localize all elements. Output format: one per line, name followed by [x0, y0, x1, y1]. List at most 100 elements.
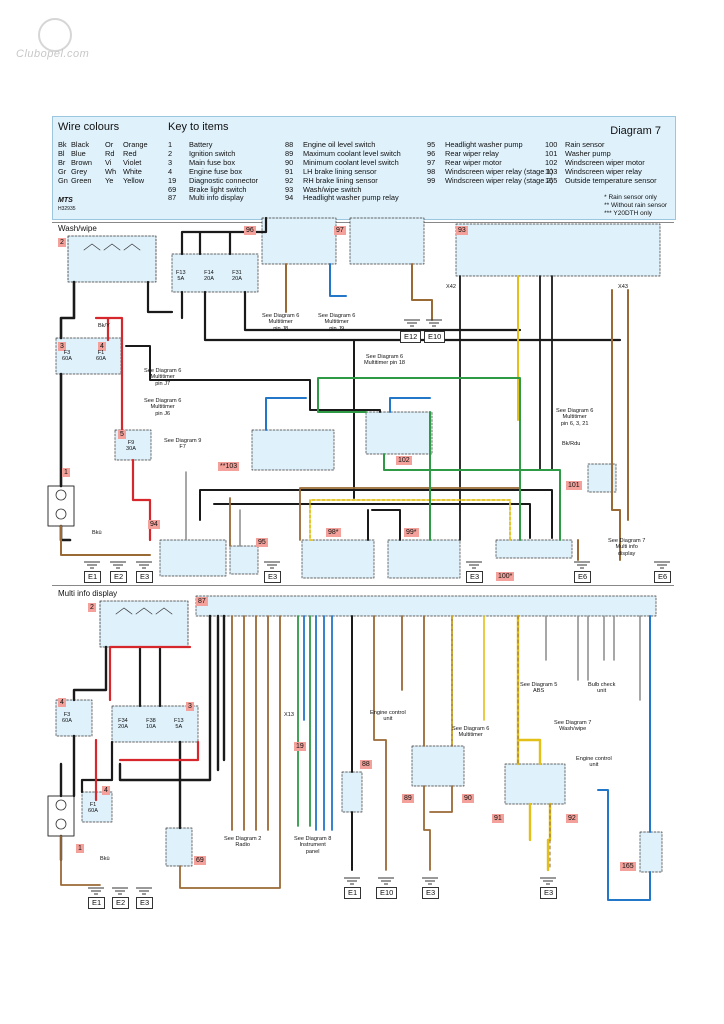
- wire-colour-names-2: Orange Red Violet White Yellow: [123, 140, 148, 185]
- ref-diag9-f7: See Diagram 9 F7: [164, 438, 202, 451]
- rain-sensor-100: [495, 539, 573, 559]
- wire-colour-codes-2: Or Rd Vi Wh Ye: [105, 140, 117, 185]
- ref-diag5-abs: See Diagram 5 ABS: [520, 682, 558, 695]
- wire-blue-top: [265, 263, 431, 431]
- headlight-washer-pump-95: [229, 545, 259, 575]
- wire-brown-2: [229, 487, 521, 547]
- ref-diag6-pin18: See Diagram 6 Multitimer pin 18: [364, 354, 406, 367]
- fuse-f9-label: F9 30A: [126, 440, 136, 453]
- connector-x43: X43: [618, 284, 628, 290]
- wire-brown-bottom: [60, 615, 281, 889]
- item-tag-2-bottom: 2: [88, 603, 96, 612]
- ref-diag6-j9: See Diagram 6 Multitimer pin J9: [318, 313, 356, 332]
- item-tag-93: 93: [456, 226, 468, 235]
- wire-blue-bottom: [303, 615, 333, 831]
- component-91: 91: [492, 814, 504, 823]
- wire-black-3: [199, 489, 553, 539]
- wire-e10: [373, 615, 387, 871]
- wire-black-4: [353, 339, 401, 541]
- section-title-wash-wipe: Wash/wipe: [58, 224, 97, 233]
- ground-symbols: [84, 319, 670, 895]
- component-94: 94: [148, 520, 160, 529]
- wire-black-2: [125, 345, 381, 413]
- multi-info-display-87: [195, 595, 657, 617]
- fuse-box-f3-f1: [55, 337, 122, 375]
- publisher-logo: MTS: [58, 197, 73, 204]
- component-90: 90: [462, 794, 474, 803]
- ground-e2-bottom: E2: [112, 897, 130, 909]
- brake-lining-sensors-91-92: [504, 763, 566, 805]
- wire-grey-bottom: [545, 615, 641, 701]
- component-100: 100*: [496, 572, 515, 581]
- key-nums-4: 100 101 102 103 165: [545, 140, 558, 185]
- connector-x13: X13: [284, 712, 294, 718]
- wire-green-bottom: [297, 615, 311, 827]
- item-tag-96: 96: [244, 226, 256, 235]
- wire-label-bku-top: Bkü: [92, 530, 102, 536]
- item-tag-3-bottom: 3: [186, 702, 194, 711]
- fuse-f3-label: F3 60A: [62, 350, 72, 363]
- item-tag-3-top: 3: [58, 342, 66, 351]
- ground-e12: E12: [400, 331, 422, 343]
- item-tag-4-bottom: 4: [58, 698, 66, 707]
- component-101: 101: [566, 481, 582, 490]
- key-nums-3: 95 96 97 98 99: [427, 140, 436, 185]
- component-92: 92: [566, 814, 578, 823]
- fuse-f13b-label: F13 5A: [174, 718, 184, 731]
- opel-logo-icon: [38, 18, 72, 52]
- item-tag-4-top: 4: [98, 342, 106, 351]
- wiper-relay-98: [301, 539, 375, 579]
- ref-diag6-multitimer: See Diagram 6 Multitimer: [452, 726, 490, 739]
- ground-e2-top: E2: [110, 571, 128, 583]
- item-tag-5: 5: [118, 430, 126, 439]
- item-tag-4c: 4: [102, 786, 110, 795]
- diagram-title: Diagram 7: [610, 125, 661, 137]
- component-69: 69: [194, 856, 206, 865]
- footnotes: * Rain sensor only ** Without rain senso…: [604, 194, 667, 217]
- item-tag-1-bottom: 1: [76, 844, 84, 853]
- ref-diag6-j7: See Diagram 6 Multitimer pin J7: [144, 368, 182, 387]
- ref-diag6-j6: See Diagram 6 Multitimer pin J6: [144, 398, 182, 417]
- component-165: 165: [620, 862, 636, 871]
- ignition-switch-box-bottom: [99, 600, 189, 648]
- watermark-text: Clubopel.com: [16, 48, 90, 60]
- windscreen-wiper-motor-102: [365, 411, 433, 455]
- section-title-multi-info: Multi info display: [58, 589, 118, 598]
- ref-diag7-washwipe: See Diagram 7 Wash/wipe: [554, 720, 592, 733]
- ground-e1-bottom: E1: [88, 897, 106, 909]
- ground-e10-bottom: E10: [376, 887, 398, 899]
- component-103: **103: [218, 462, 240, 471]
- connector-x42: X42: [446, 284, 456, 290]
- fuse-f3b-label: F3 60A: [62, 712, 72, 725]
- ground-e3-89: E3: [422, 887, 440, 899]
- outside-temp-sensor-165: [639, 831, 663, 873]
- wire-89-90: [401, 615, 453, 871]
- wire-brown-top: [60, 263, 629, 561]
- item-tag-1-top: 1: [62, 468, 70, 477]
- wiper-relay-99: [387, 539, 461, 579]
- ignition-switch-contacts-top: [83, 243, 141, 251]
- ref-diag6-j8: See Diagram 6 Multitimer pin J8: [262, 313, 300, 332]
- key-items-2: Engine oil level switch Maximum coolant …: [303, 140, 401, 203]
- wire-green-top: [317, 377, 561, 541]
- component-89: 89: [402, 794, 414, 803]
- fuse-f1-label: F1 60A: [96, 350, 106, 363]
- wire-colour-codes: Bk Bl Br Gr Gn: [58, 140, 68, 185]
- ref-diag2-radio: See Diagram 2 Radio: [224, 836, 262, 849]
- wire-grey-top: [185, 471, 241, 547]
- ref-engine-control-2: Engine control unit: [576, 756, 612, 769]
- item-tag-97: 97: [334, 226, 346, 235]
- ref-engine-control: Engine control unit: [370, 710, 406, 723]
- ref-diag7-multi: See Diagram 7 Multi info display: [608, 538, 646, 557]
- key-nums-1: 1 2 3 4 19 69 87: [168, 140, 177, 203]
- fuse-f38-label: F38 10A: [146, 718, 156, 731]
- fuse-f14-label: F14 20A: [204, 270, 214, 283]
- component-98: 98*: [326, 528, 341, 537]
- ignition-switch-box-top: [67, 235, 157, 283]
- windscreen-wiper-relay-103: [251, 429, 335, 471]
- item-tag-87: 87: [196, 597, 208, 606]
- wire-colour-names: Black Blue Brown Grey Green: [71, 140, 92, 185]
- wire-yellow-dash: [309, 499, 511, 541]
- watermark-logo: Clubopel.com: [16, 18, 102, 60]
